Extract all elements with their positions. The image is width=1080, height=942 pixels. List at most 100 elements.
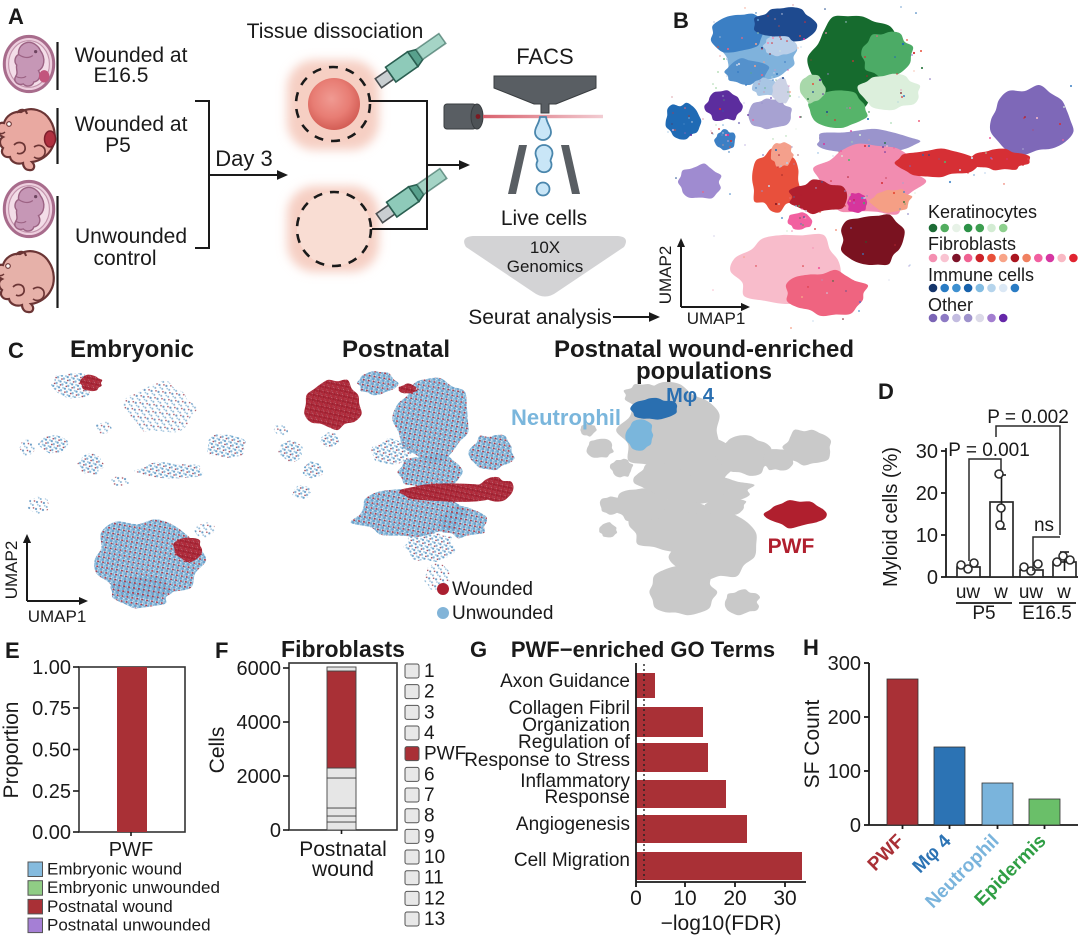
svg-text:1.00: 1.00 xyxy=(32,657,71,679)
svg-text:Fibroblasts: Fibroblasts xyxy=(281,636,405,662)
svg-text:Wounded at: Wounded at xyxy=(75,44,188,67)
svg-text:Embryonic unwounded: Embryonic unwounded xyxy=(47,878,220,897)
svg-text:Cells: Cells xyxy=(206,727,229,774)
svg-text:Day 3: Day 3 xyxy=(215,146,272,171)
svg-text:Embryonic: Embryonic xyxy=(70,336,194,363)
svg-text:6000: 6000 xyxy=(237,658,282,680)
svg-text:Angiogenesis: Angiogenesis xyxy=(516,814,630,835)
svg-text:UMAP2: UMAP2 xyxy=(2,541,21,600)
svg-text:Inflammatory: Inflammatory xyxy=(520,771,630,792)
svg-text:w: w xyxy=(1056,582,1071,603)
svg-text:30: 30 xyxy=(773,887,796,910)
svg-text:P5: P5 xyxy=(972,603,995,624)
svg-text:F: F xyxy=(215,638,228,663)
svg-text:Other: Other xyxy=(928,295,973,315)
svg-text:E16.5: E16.5 xyxy=(94,64,149,87)
svg-text:uw: uw xyxy=(1019,582,1044,603)
svg-text:Genomics: Genomics xyxy=(507,257,584,276)
svg-text:Postnatal wound: Postnatal wound xyxy=(47,897,173,916)
svg-text:uw: uw xyxy=(956,582,981,603)
svg-text:100: 100 xyxy=(828,761,861,783)
svg-text:Response to Stress: Response to Stress xyxy=(464,750,630,771)
svg-text:0.25: 0.25 xyxy=(32,781,71,803)
svg-text:Mφ 4: Mφ 4 xyxy=(666,385,715,407)
svg-text:Wounded at: Wounded at xyxy=(75,113,188,136)
svg-text:ns: ns xyxy=(1034,515,1054,536)
svg-text:SF Count: SF Count xyxy=(801,699,824,788)
svg-text:2: 2 xyxy=(424,682,435,703)
svg-text:Postnatal unwounded: Postnatal unwounded xyxy=(47,916,211,935)
svg-text:Live cells: Live cells xyxy=(501,207,587,230)
svg-text:wound: wound xyxy=(311,858,374,881)
svg-text:3: 3 xyxy=(424,702,435,723)
svg-text:UMAP2: UMAP2 xyxy=(656,246,675,305)
svg-text:4000: 4000 xyxy=(237,712,282,734)
svg-text:E16.5: E16.5 xyxy=(1022,603,1072,624)
svg-text:P = 0.001: P = 0.001 xyxy=(948,440,1030,461)
svg-text:D: D xyxy=(878,379,894,404)
svg-text:6: 6 xyxy=(424,764,435,785)
svg-text:2000: 2000 xyxy=(237,766,282,788)
svg-text:Unwounded: Unwounded xyxy=(452,603,553,624)
svg-text:E: E xyxy=(5,638,20,663)
svg-text:12: 12 xyxy=(424,888,445,909)
svg-text:Keratinocytes: Keratinocytes xyxy=(928,202,1037,222)
svg-text:populations: populations xyxy=(636,358,772,385)
svg-text:0.00: 0.00 xyxy=(32,822,71,844)
svg-text:300: 300 xyxy=(828,653,861,675)
svg-text:Postnatal: Postnatal xyxy=(342,336,450,363)
svg-text:Postnatal wound-enriched: Postnatal wound-enriched xyxy=(554,336,854,363)
svg-text:−log10(FDR): −log10(FDR) xyxy=(661,912,782,935)
svg-text:Tissue dissociation: Tissue dissociation xyxy=(247,20,424,43)
svg-text:G: G xyxy=(470,637,487,662)
svg-text:Cell Migration: Cell Migration xyxy=(514,850,630,871)
svg-text:UMAP1: UMAP1 xyxy=(28,607,87,626)
svg-text:A: A xyxy=(8,4,24,29)
svg-text:Neutrophil: Neutrophil xyxy=(511,405,621,430)
svg-text:10: 10 xyxy=(916,525,938,547)
svg-text:Postnatal: Postnatal xyxy=(299,838,387,861)
svg-text:UMAP1: UMAP1 xyxy=(687,309,746,328)
svg-text:0: 0 xyxy=(630,887,642,910)
svg-text:PWF−enriched GO Terms: PWF−enriched GO Terms xyxy=(511,637,775,662)
svg-text:H: H xyxy=(803,635,819,660)
svg-text:7: 7 xyxy=(424,785,435,806)
svg-text:Myloid cells (%): Myloid cells (%) xyxy=(880,447,902,587)
svg-text:Immune cells: Immune cells xyxy=(928,265,1034,285)
svg-text:Fibroblasts: Fibroblasts xyxy=(928,234,1016,254)
svg-text:Proportion: Proportion xyxy=(0,702,23,799)
svg-text:1: 1 xyxy=(424,661,435,682)
svg-text:0: 0 xyxy=(927,567,938,589)
svg-text:Organization: Organization xyxy=(522,715,630,736)
svg-text:Axon Guidance: Axon Guidance xyxy=(500,671,630,692)
svg-text:B: B xyxy=(673,8,689,33)
svg-text:Wounded: Wounded xyxy=(452,579,533,600)
svg-text:PWF: PWF xyxy=(109,839,153,861)
svg-text:20: 20 xyxy=(916,483,938,505)
svg-text:10: 10 xyxy=(673,887,696,910)
svg-text:0.75: 0.75 xyxy=(32,698,71,720)
svg-text:PWF: PWF xyxy=(424,744,466,765)
svg-text:4: 4 xyxy=(424,723,435,744)
svg-text:11: 11 xyxy=(424,868,444,889)
svg-text:30: 30 xyxy=(916,441,938,463)
svg-text:C: C xyxy=(8,338,24,363)
svg-text:Unwounded: Unwounded xyxy=(75,225,187,248)
svg-text:0: 0 xyxy=(850,815,861,837)
svg-text:13: 13 xyxy=(424,909,445,930)
svg-text:w: w xyxy=(993,582,1008,603)
svg-text:20: 20 xyxy=(723,887,746,910)
svg-text:Embryonic wound: Embryonic wound xyxy=(47,860,182,879)
svg-text:Regulation of: Regulation of xyxy=(518,732,631,753)
svg-text:Collagen Fibril: Collagen Fibril xyxy=(509,698,630,719)
svg-text:P5: P5 xyxy=(105,134,131,157)
svg-text:10X: 10X xyxy=(530,238,560,257)
svg-text:0.50: 0.50 xyxy=(32,740,71,762)
svg-text:FACS: FACS xyxy=(516,44,573,69)
svg-text:PWF: PWF xyxy=(768,535,815,558)
svg-text:8: 8 xyxy=(424,806,435,827)
svg-text:200: 200 xyxy=(828,707,861,729)
svg-text:9: 9 xyxy=(424,826,435,847)
svg-text:0: 0 xyxy=(270,820,281,842)
svg-text:Seurat analysis: Seurat analysis xyxy=(468,306,612,329)
